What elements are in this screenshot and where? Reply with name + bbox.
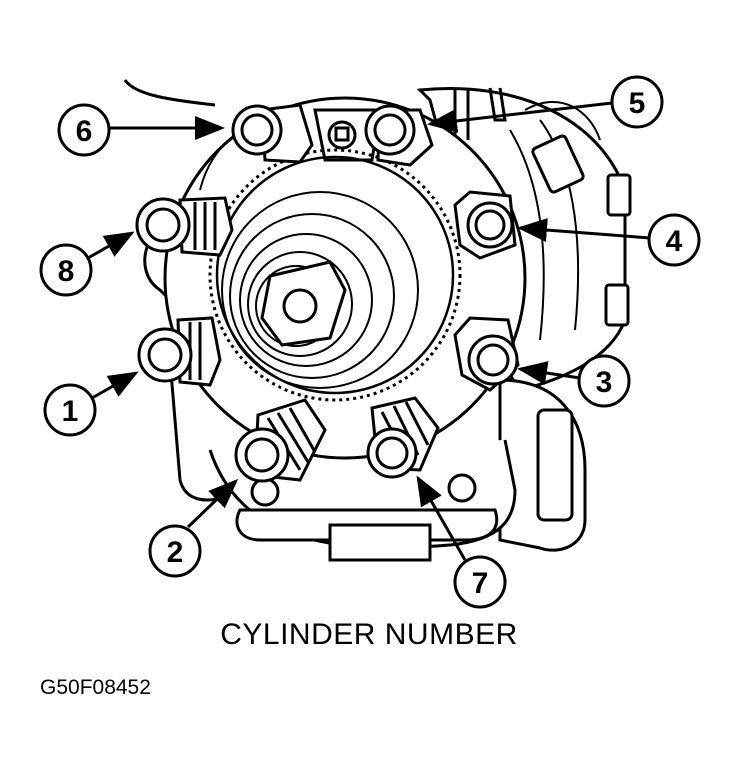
callout-3: 3 — [577, 354, 631, 408]
outlet-fitting-7 — [366, 396, 440, 479]
leader-5 — [427, 101, 613, 133]
leader-lines — [87, 101, 651, 561]
leader-4 — [517, 218, 651, 243]
callout-1-label: 1 — [62, 395, 79, 428]
outlet-fitting-4 — [453, 190, 517, 260]
callout-8: 8 — [39, 243, 93, 297]
callout-2: 2 — [148, 524, 202, 578]
outlet-fitting-2 — [234, 398, 327, 483]
diagram-caption: CYLINDER NUMBER — [220, 618, 518, 651]
leader-3 — [517, 361, 581, 385]
callout-5: 5 — [610, 75, 664, 129]
leader-2 — [186, 478, 239, 529]
injection-pump-diagram: 6 5 8 4 1 3 2 7 — [39, 75, 701, 609]
outlet-fitting-6 — [231, 103, 314, 164]
callout-5-label: 5 — [629, 87, 646, 120]
callout-7: 7 — [453, 555, 507, 609]
callout-6: 6 — [57, 103, 111, 157]
callout-4-label: 4 — [666, 225, 683, 258]
callout-3-label: 3 — [596, 366, 613, 399]
callout-7-label: 7 — [472, 567, 489, 600]
leader-8 — [87, 231, 135, 260]
outlet-fitting-3 — [453, 316, 520, 392]
callout-2-label: 2 — [167, 536, 184, 569]
outlet-fitting-5 — [364, 104, 434, 167]
callout-1: 1 — [43, 383, 97, 437]
callout-4: 4 — [647, 213, 701, 267]
figure-id: G50F08452 — [40, 676, 151, 699]
drive-shaft-assembly — [208, 148, 462, 402]
callout-6-label: 6 — [76, 115, 93, 148]
outlet-fitting-1 — [137, 316, 222, 387]
leader-1 — [91, 371, 139, 400]
top-lug — [313, 108, 382, 162]
outlet-fitting-8 — [135, 196, 234, 257]
leader-7 — [416, 475, 467, 561]
callout-8-label: 8 — [58, 255, 75, 288]
